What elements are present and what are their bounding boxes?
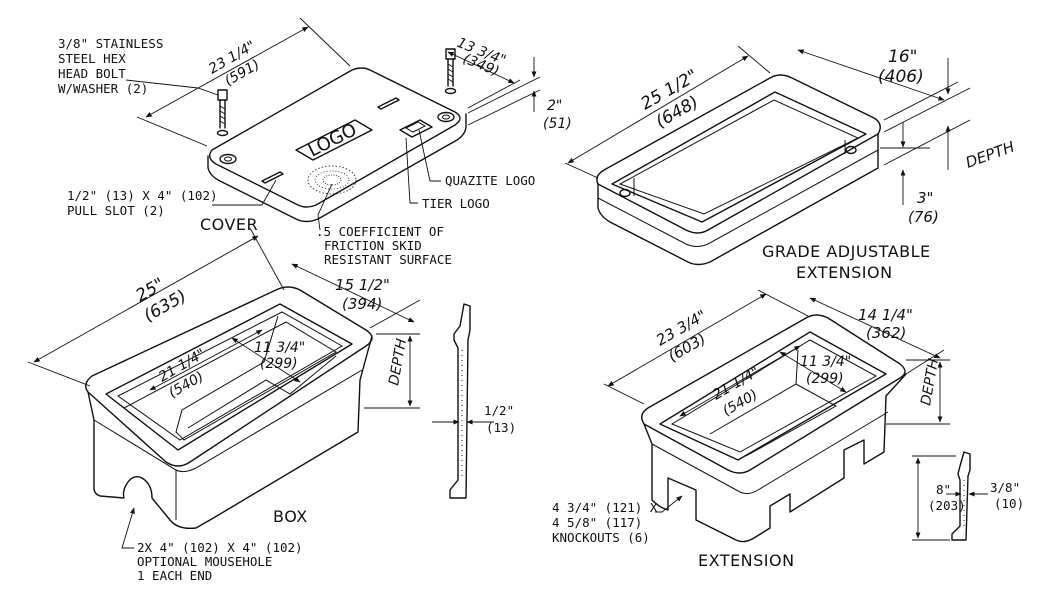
- cover-title: COVER: [200, 215, 258, 234]
- knockouts-label-line3: KNOCKOUTS (6): [552, 530, 650, 545]
- cover-logo-plate: [295, 119, 373, 161]
- pull-slot-label-line1: 1/2" (13) X 4" (102): [67, 188, 218, 203]
- extension-title: EXTENSION: [698, 551, 795, 570]
- tier-logo-label: TIER LOGO: [422, 196, 490, 211]
- grade-height-dim: 3": [917, 189, 933, 207]
- cover-pull-slot-left: [261, 171, 284, 184]
- box-inner-width-dim-mm: (299): [260, 356, 298, 372]
- grade-bolt-hole-icon: [845, 145, 857, 155]
- skid-label-line1: .5 COEFFICIENT OF: [316, 224, 444, 239]
- box-wall-dim-mm: (13): [486, 420, 516, 435]
- cover-tier-logo-plate: [399, 119, 433, 138]
- extension-inner-width-dim-mm: (299): [806, 371, 844, 387]
- box-wall-dim: 1/2": [484, 403, 514, 418]
- bolt-icon: [216, 89, 229, 137]
- grade-title: GRADE ADJUSTABLE: [762, 242, 931, 261]
- cover-bolt-hole-left: [219, 153, 237, 165]
- quazite-logo-label: QUAZITE LOGO: [445, 173, 535, 188]
- skid-label-line3: RESISTANT SURFACE: [324, 252, 452, 267]
- skid-label-line2: FRICTION SKID: [324, 238, 422, 253]
- extension-width-dim: 14 1/4": [858, 306, 913, 324]
- box-width-dim: 15 1/2": [335, 276, 390, 294]
- extension-wall-dim-mm: (10): [994, 496, 1024, 511]
- extension-wall-dim: 3/8": [990, 480, 1020, 495]
- bolt-label-line3: HEAD BOLT: [58, 66, 126, 81]
- box-inner-rim: [105, 303, 353, 451]
- mousehole-label-line2: OPTIONAL MOUSEHOLE: [137, 554, 272, 569]
- box-body: [87, 335, 373, 530]
- cover-skid-surface: [307, 165, 357, 195]
- knockouts-label-line1: 4 3/4" (121) X: [552, 500, 658, 515]
- extension-body: [643, 373, 907, 543]
- cover-thickness: [207, 113, 467, 223]
- knockouts-label-line2: 4 5/8" (117): [552, 515, 642, 530]
- grade-bolt-hole-icon: [619, 188, 631, 198]
- bolt-icon: [444, 48, 457, 95]
- grade-title-line2: EXTENSION: [796, 263, 893, 282]
- box-title: BOX: [273, 507, 308, 526]
- extension-inner-width-dim: 11 3/4": [800, 354, 851, 370]
- cover-thickness-dim: 2": [547, 98, 562, 114]
- box-wall-section: [449, 303, 471, 499]
- box-depth-label: DEPTH: [386, 337, 410, 387]
- pull-slot-label-line2: PULL SLOT (2): [67, 203, 165, 218]
- extension-width-dim-mm: (362): [866, 324, 906, 342]
- grade-depth-label: DEPTH: [963, 138, 1017, 172]
- grade-width-dim-mm: (406): [878, 67, 924, 87]
- cover-bolt-hole-right: [437, 111, 455, 123]
- grade-height-dim-mm: (76): [908, 208, 939, 226]
- grade-extension-drawing: 25 1/2" (648) 16" (406) DEPTH 3" (76) GR…: [564, 45, 1017, 282]
- grade-width-dim: 16": [888, 47, 917, 67]
- box-width-dim-mm: (394): [342, 295, 382, 313]
- cover-top-face: [209, 67, 461, 208]
- cover-logo-text: LOGO: [305, 119, 361, 161]
- box-outer-rim: [85, 286, 373, 467]
- bolt-label-line4: W/WASHER (2): [58, 81, 148, 96]
- box-drawing: 25" (635) 15 1/2" (394) 21 1/4" (540) 11…: [27, 227, 516, 583]
- extension-height-dim: 8": [936, 482, 951, 497]
- mousehole-label-line1: 2X 4" (102) X 4" (102): [137, 540, 303, 555]
- cover-pull-slot-right: [377, 97, 400, 110]
- extension-wall-section: [951, 451, 971, 541]
- grade-wall: [597, 133, 879, 266]
- extension-height-dim-mm: (203): [928, 498, 966, 513]
- cover-drawing: LOGO 23 1/4" (591): [58, 17, 572, 267]
- box-inner-width-dim: 11 3/4": [254, 340, 305, 356]
- bolt-label-line2: STEEL HEX: [58, 51, 126, 66]
- mousehole-label-line3: 1 EACH END: [137, 568, 212, 583]
- extension-outer-rim: [641, 314, 906, 474]
- grade-outer-rim: [596, 74, 881, 234]
- bolt-label-line1: 3/8" STAINLESS: [58, 36, 163, 51]
- cover-thickness-dim-mm: (51): [543, 116, 572, 132]
- extension-drawing: 23 3/4" (603) 14 1/4" (362) 21 1/4" (540…: [552, 289, 1024, 570]
